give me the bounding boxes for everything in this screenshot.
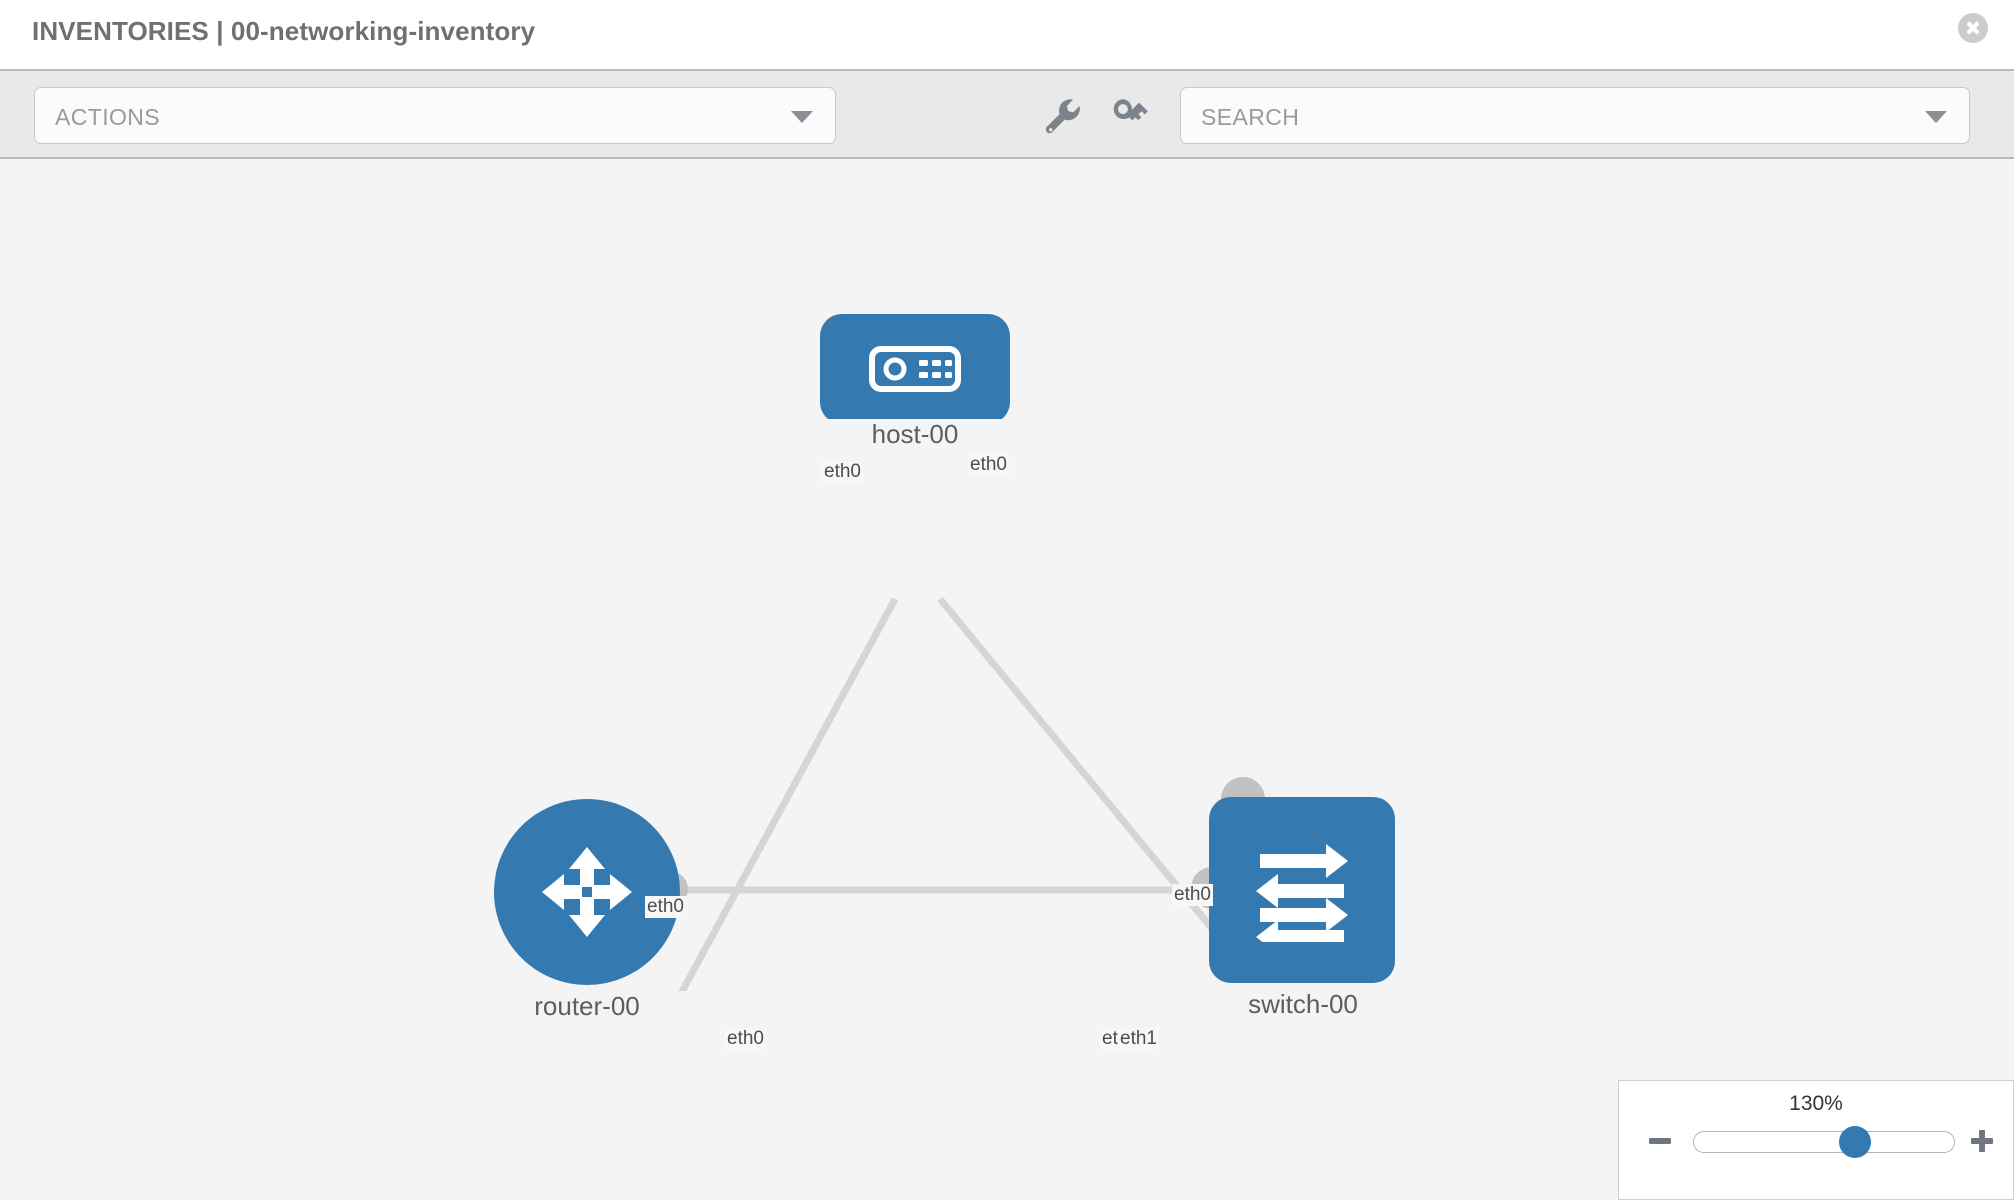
key-icon[interactable] (1108, 93, 1154, 139)
node-router-label: router-00 (479, 991, 695, 1022)
close-icon[interactable] (1958, 13, 1988, 43)
zoom-slider-thumb[interactable] (1839, 1126, 1872, 1158)
node-host-label: host-00 (808, 419, 1022, 450)
interface-label-router-right: eth0 (725, 1028, 766, 1050)
zoom-level-value: 130% (1789, 1092, 1843, 1115)
interface-label-host-left: eth0 (822, 461, 863, 483)
node-host[interactable]: host-00 (808, 314, 1022, 514)
page-header: INVENTORIES | 00-networking-inventory (0, 0, 2014, 69)
page-title: INVENTORIES | 00-networking-inventory (32, 16, 536, 46)
zoom-control: 130% (1618, 1080, 2014, 1200)
search-input[interactable]: SEARCH (1180, 87, 1970, 144)
node-switch-label: switch-00 (1197, 989, 1409, 1020)
node-switch-shape (1209, 797, 1395, 983)
actions-dropdown[interactable]: ACTIONS (34, 87, 836, 144)
switch-arrows-icon (1256, 844, 1348, 942)
interface-label-switch-left-b: eth1 (1118, 1028, 1159, 1050)
actions-dropdown-label: ACTIONS (55, 104, 161, 130)
wrench-icon[interactable] (1040, 93, 1086, 139)
interface-label-host-right: eth0 (968, 454, 1009, 476)
node-router-shape (494, 799, 680, 985)
toolbar: ACTIONS SEARCH (0, 69, 2014, 159)
search-placeholder: SEARCH (1201, 104, 1300, 130)
router-arrows-icon (542, 847, 632, 937)
node-router[interactable]: router-00 (479, 799, 695, 1049)
minus-icon[interactable] (1645, 1126, 1675, 1156)
node-host-shape (820, 314, 1010, 424)
server-device-icon (869, 346, 961, 392)
plus-icon[interactable] (1967, 1126, 1997, 1156)
chevron-down-icon (1925, 110, 1947, 123)
zoom-slider[interactable] (1693, 1126, 1955, 1158)
interface-label-switch-up: eth0 (1172, 884, 1213, 906)
interface-label-router-up: eth0 (645, 896, 686, 918)
topology-canvas[interactable]: host-00 eth0 eth0 (0, 159, 2014, 1200)
chevron-down-icon (791, 110, 813, 123)
node-switch[interactable]: switch-00 (1191, 777, 1409, 1047)
